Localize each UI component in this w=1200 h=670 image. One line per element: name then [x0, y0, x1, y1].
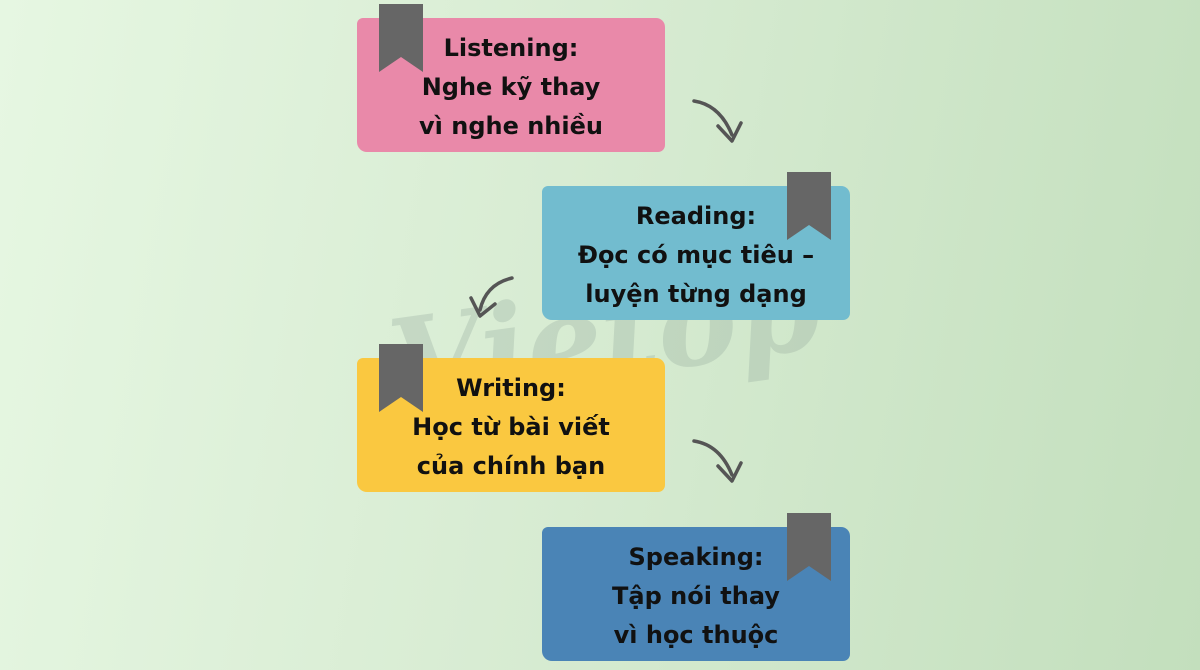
step-title: Reading:: [635, 201, 757, 230]
step-card-listening: Listening: Nghe kỹ thay vì nghe nhiều: [357, 18, 665, 152]
curved-arrow-icon: [692, 439, 743, 483]
step-text-line: Học từ bài viết: [412, 412, 610, 441]
bookmark-icon: [379, 4, 423, 72]
step-text-line: Tập nói thay: [612, 581, 780, 610]
step-card-speaking: Speaking: Tập nói thay vì học thuộc: [542, 527, 850, 661]
step-text-line: Đọc có mục tiêu –: [577, 240, 815, 269]
bookmark-icon: [787, 172, 831, 240]
bookmark-icon: [379, 344, 423, 412]
curved-arrow-icon: [692, 99, 743, 143]
step-text-line: của chính bạn: [416, 451, 606, 480]
step-card-reading: Reading: Đọc có mục tiêu – luyện từng dạ…: [542, 186, 850, 320]
step-text-line: vì học thuộc: [613, 620, 779, 649]
curved-arrow-icon: [469, 276, 514, 318]
step-text-line: vì nghe nhiều: [419, 111, 603, 140]
step-title: Listening:: [443, 33, 579, 62]
step-title: Writing:: [456, 373, 566, 402]
bookmark-icon: [787, 513, 831, 581]
step-title: Speaking:: [628, 542, 764, 571]
step-text-line: Nghe kỹ thay: [421, 72, 601, 101]
step-text-line: luyện từng dạng: [585, 279, 807, 308]
